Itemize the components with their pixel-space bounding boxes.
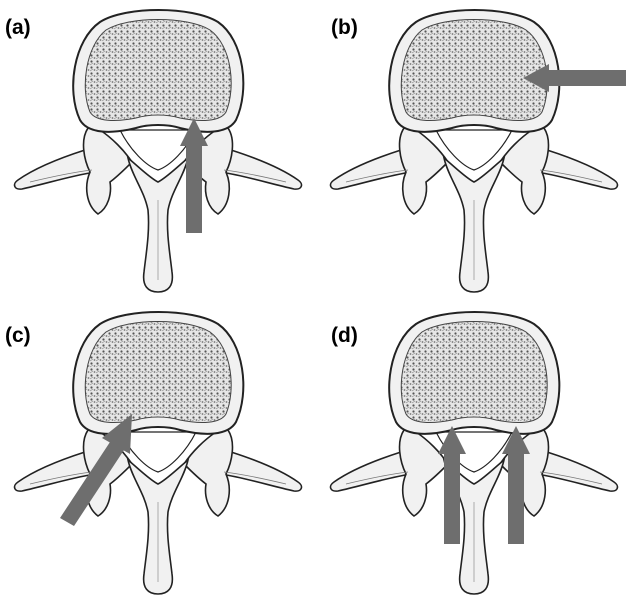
vertebra-illustration	[316, 302, 632, 603]
panel-d: (d)	[316, 302, 632, 603]
vertebra-illustration	[316, 0, 632, 301]
panel-a: (a)	[0, 0, 316, 301]
panel-b: (b)	[316, 0, 632, 301]
vertebra-illustration	[0, 0, 316, 301]
panel-c: (c)	[0, 302, 316, 603]
vertebra-illustration	[0, 302, 316, 603]
